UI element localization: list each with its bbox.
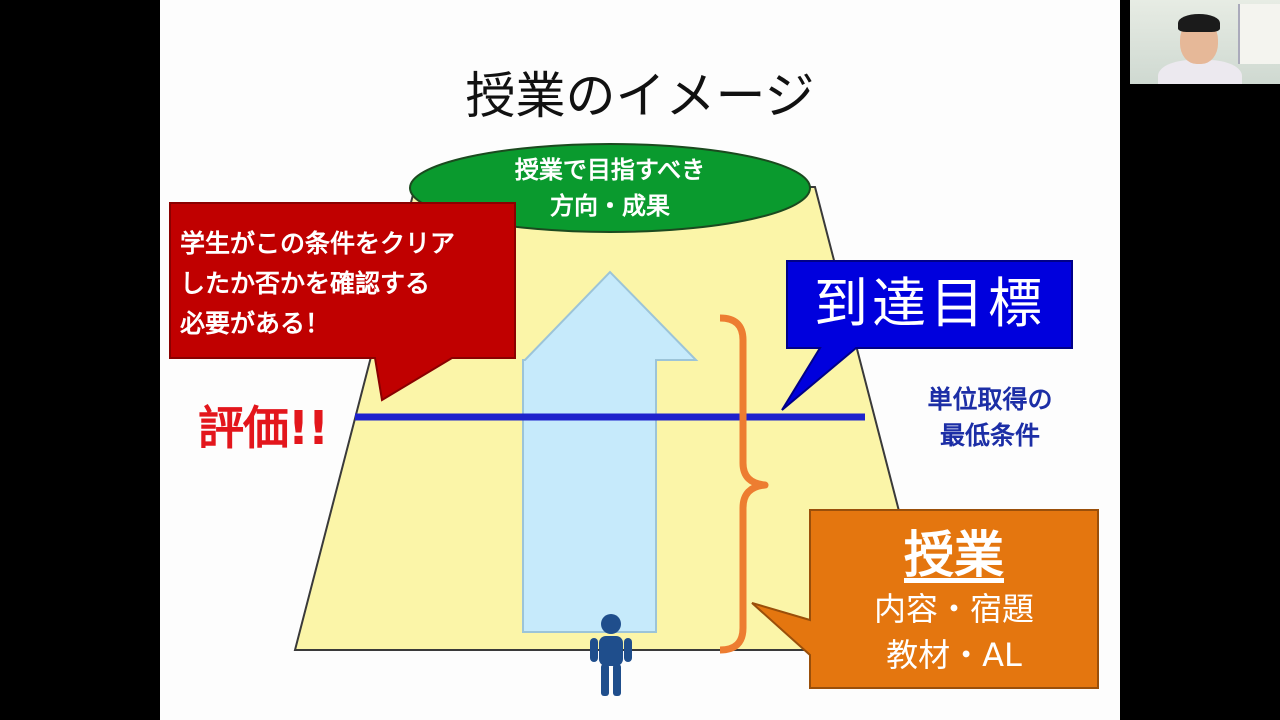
blue-callout-label: 到達目標 [814,272,1046,335]
webcam-person-body [1158,60,1242,84]
diagram-graphics [169,143,1099,696]
red-callout-line-1: 学生がこの条件をクリア [180,229,456,258]
lesson-box-title: 授業 [904,526,1004,584]
goal-line-2: 方向・成果 [550,192,670,220]
red-callout-text: 学生がこの条件をクリア したか否かを確認する 必要がある！ [180,224,510,344]
slide-title: 授業のイメージ [465,67,815,125]
lesson-box-text: 授業 内容・宿題 教材・AL [812,514,1096,684]
red-callout-line-3: 必要がある！ [180,309,331,338]
bracket [719,314,769,654]
goal-ellipse-text: 授業で目指すべき 方向・成果 [460,152,760,224]
evaluation-label: 評価!! [198,401,329,455]
webcam-board [1238,4,1280,64]
orange-box-shape [751,509,1099,689]
blue-callout [781,260,1073,411]
up-arrow-icon [522,270,699,633]
red-callout [169,202,516,402]
min-condition-line-2: 最低条件 [939,421,1040,450]
min-condition-line-1: 単位取得の [927,385,1053,414]
lesson-box-line-1: 内容・宿題 [873,590,1034,628]
goal-line-1: 授業で目指すべき [514,156,706,184]
webcam-person-hair [1178,14,1220,32]
red-callout-line-2: したか否かを確認する [180,269,431,298]
webcam-thumbnail [1130,0,1280,84]
person-icon [590,614,632,696]
min-condition-text: 単位取得の 最低条件 [900,382,1080,454]
lesson-box-line-2: 教材・AL [886,636,1022,674]
slide: 授業のイメージ 授業で目指すべき 方向・成果 学生がこの条件をクリア したか否か… [160,0,1120,720]
